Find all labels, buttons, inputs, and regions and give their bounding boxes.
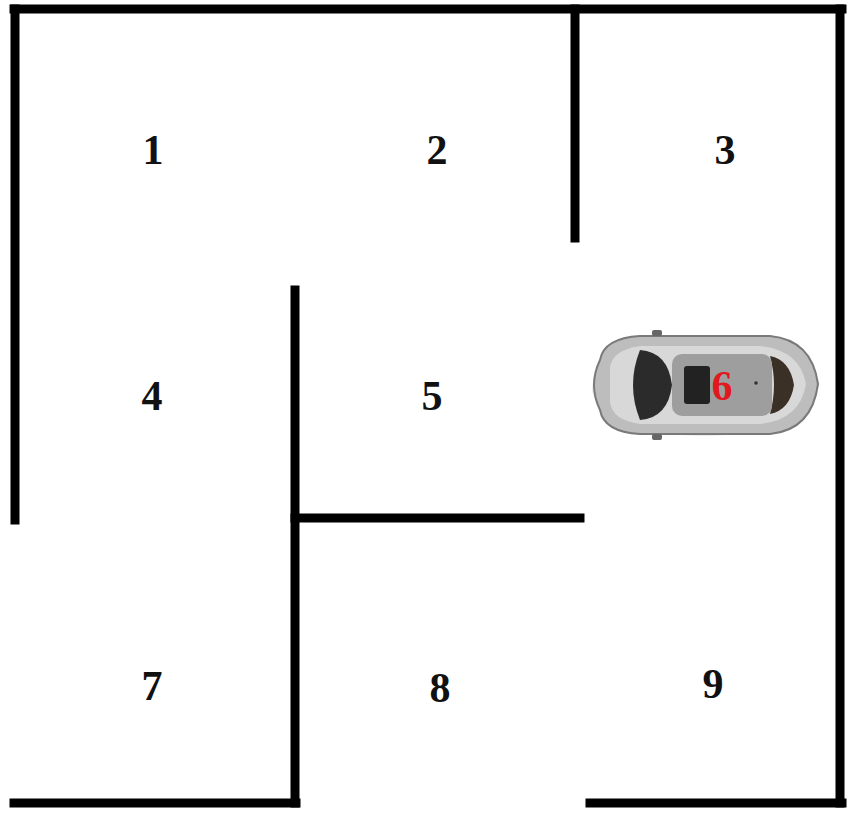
top-wall <box>14 5 842 14</box>
car-highlight <box>610 346 806 424</box>
cell-number: 2 <box>427 129 448 171</box>
left-wall <box>11 9 20 520</box>
cell-number: 1 <box>143 129 164 171</box>
car-illustration <box>592 330 818 440</box>
car-rear-window <box>770 356 794 414</box>
right-wall <box>836 9 845 803</box>
car-sunroof <box>684 366 710 404</box>
wall-lines <box>14 9 842 803</box>
cell-number: 9 <box>703 663 724 705</box>
car-mirror <box>652 330 662 336</box>
car-roof <box>672 354 772 416</box>
car-antenna <box>754 381 758 385</box>
car-windshield <box>633 350 672 420</box>
inner-wall <box>295 514 580 523</box>
cell-number: 5 <box>422 375 443 417</box>
cell-number: 4 <box>142 375 163 417</box>
bottom-wall <box>14 799 296 808</box>
inner-wall <box>291 290 300 803</box>
cell-number: 6 <box>712 365 733 407</box>
cell-number: 3 <box>715 129 736 171</box>
car-body <box>594 336 818 434</box>
inner-wall <box>571 9 580 238</box>
bottom-wall <box>590 799 842 808</box>
car-mirror <box>652 434 662 440</box>
cell-number: 8 <box>430 667 451 709</box>
cell-number: 7 <box>142 665 163 707</box>
